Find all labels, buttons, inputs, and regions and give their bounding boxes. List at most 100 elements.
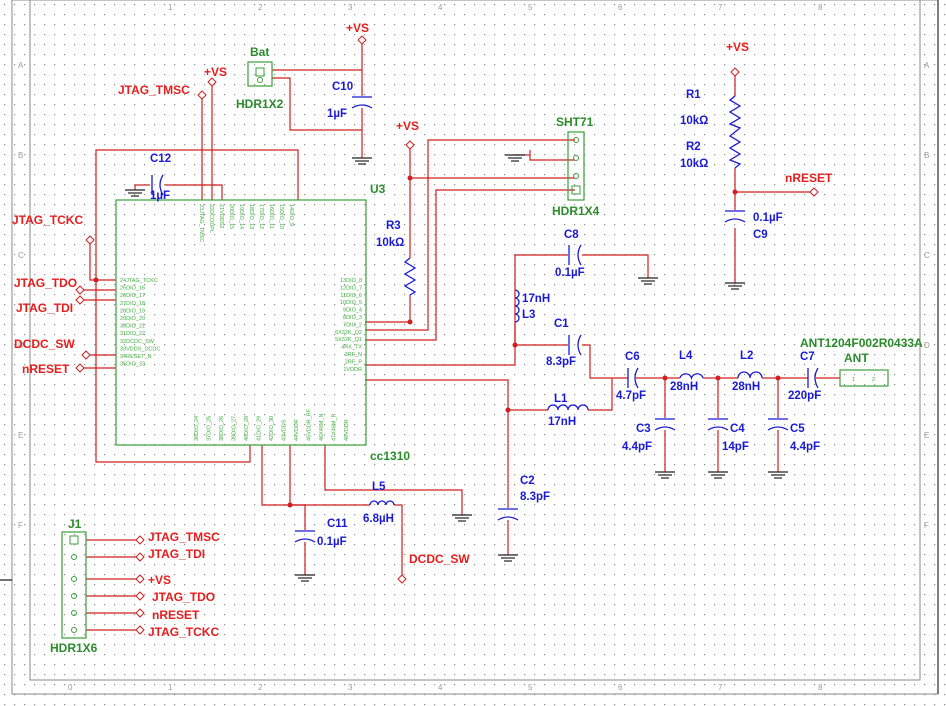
c7-ref: C7 [800, 351, 815, 363]
capacitor-c8[interactable] [568, 244, 582, 266]
grid-col-5: 5 [528, 683, 533, 692]
resistor-r2[interactable] [728, 131, 742, 169]
bat-header[interactable] [247, 61, 273, 87]
net-jtag-tckc: JTAG_TCKC [12, 213, 83, 227]
net-nreset-left: nRESET [22, 362, 70, 376]
inductor-l3[interactable] [514, 289, 520, 323]
c12-value: 1µF [150, 190, 170, 202]
grid-row-e-right: E [924, 431, 929, 440]
l2-value: 28nH [732, 381, 760, 393]
capacitor-c2[interactable] [497, 508, 519, 521]
r3-value: 10kΩ [376, 237, 404, 249]
inductor-l1[interactable] [547, 404, 589, 411]
grid-row-c: C [18, 251, 24, 260]
ground-icon [505, 154, 525, 162]
u3-pin-label: 8DIO_3 [343, 315, 362, 321]
r2-value: 10kΩ [680, 158, 708, 170]
ant-type: ANT1204F002R0433A [800, 336, 923, 350]
resistor-r3[interactable] [403, 257, 417, 296]
grid-col-0: 0 [68, 683, 73, 692]
u3-type: cc1310 [370, 449, 410, 463]
u3-pin-label: 47X48M_P [332, 413, 338, 441]
j1-pin-4-label: JTAG_TDO [152, 590, 215, 604]
u3-pin-label: 10DIO_5 [340, 300, 362, 306]
u3-pin-label: 12DIO_7 [340, 285, 362, 291]
inductor-l2[interactable] [737, 371, 763, 379]
capacitor-c11[interactable] [294, 530, 316, 543]
net-jtag-tmsc: JTAG_TMSC [118, 83, 190, 97]
c8-ref: C8 [564, 229, 579, 241]
wires [80, 40, 840, 631]
grid-row-e: E [18, 431, 23, 440]
u3-pin-label: 26DIO_17 [120, 293, 145, 299]
u3-pin-label: 6X32K_Q2 [335, 330, 362, 336]
c4-ref: C4 [730, 423, 745, 435]
ground-icon [655, 430, 675, 479]
capacitor-c9[interactable] [724, 210, 746, 223]
grid-col-top-8: 8 [818, 3, 823, 12]
junction-dots [93, 175, 781, 508]
r2-ref: R2 [686, 141, 701, 153]
u3-pin-label: 27DIO_18 [120, 301, 145, 307]
l4-ref: L4 [679, 350, 693, 362]
u3-pin-label: 4RX_TX [341, 345, 362, 351]
j1-pin-labels: JTAG_TMSC JTAG_TDI +VS JTAG_TDO nRESET J… [148, 530, 220, 639]
c1-value: 8.3pF [546, 356, 576, 368]
grid-col-top-6: 6 [618, 3, 623, 12]
j1-header[interactable] [61, 531, 87, 639]
grid-col-top-7: 7 [718, 3, 723, 12]
capacitor-c1[interactable] [568, 334, 582, 356]
capacitor-c4[interactable] [707, 418, 729, 431]
grid-row-d-right: D [924, 341, 930, 350]
c5-value: 4.4pF [790, 441, 820, 453]
column-markers: 0 1 2 3 4 5 6 7 8 1 2 3 4 5 6 7 8 [68, 3, 823, 692]
inductor-l4[interactable] [679, 373, 704, 381]
u3-pin-label: 1VDDR [343, 367, 362, 373]
ant-pin-1: 1 [852, 377, 855, 383]
l3-value: 17nH [522, 293, 550, 305]
c6-ref: C6 [625, 351, 640, 363]
sht71-ref: SHT71 [556, 115, 594, 129]
u3-pin-label: 33VDDS_DCDC [120, 346, 160, 352]
u3-pin-label: 37DIO_25 [207, 416, 213, 441]
bat-ref: Bat [250, 45, 269, 59]
antenna-part[interactable]: 1 2 [839, 369, 889, 387]
l1-ref: L1 [554, 393, 568, 405]
net-nreset-right: nRESET [785, 171, 833, 185]
grid-col-top-1: 1 [168, 3, 173, 12]
grid-row-f-right: F [924, 521, 929, 530]
u3-chip[interactable]: 24JTAG_TCKC25DIO_1626DIO_1727DIO_1828DIO… [115, 199, 367, 446]
u3-pin-label: 34RESET_N [120, 354, 152, 360]
ground-icon [498, 554, 518, 562]
capacitor-c3[interactable] [654, 418, 676, 431]
u3-pin-label: 40DIO_28 [244, 416, 250, 441]
u3-pin-label: 45VDDR_RF [307, 408, 313, 441]
c7-value: 220pF [788, 390, 821, 402]
u3-pin-label: 17DIO_12 [258, 204, 264, 229]
capacitor-c10[interactable] [351, 96, 373, 109]
grid-row-d: D [18, 341, 24, 350]
c12-ref: C12 [150, 153, 171, 165]
grid-col-top-5: 5 [528, 3, 533, 12]
capacitor-c5[interactable] [767, 418, 789, 431]
u3-pin-label: 44VDDR [294, 419, 300, 441]
inductor-l5[interactable] [369, 500, 395, 506]
resistor-r1[interactable] [728, 95, 742, 133]
j1-ref: J1 [68, 517, 82, 531]
j1-pin-2-label: JTAG_TDI [148, 547, 205, 561]
capacitor-c12[interactable] [151, 174, 164, 196]
j1-pin-5-label: nRESET [152, 608, 200, 622]
grid-row-a: A [18, 61, 24, 70]
capacitor-c7[interactable] [807, 367, 819, 389]
capacitor-c6[interactable] [627, 367, 639, 389]
grid-col-3: 3 [348, 683, 353, 692]
ground-icon [708, 430, 728, 479]
sht71-header[interactable] [567, 131, 585, 201]
u3-pin-label: 19DIO_14 [238, 204, 244, 229]
u3-pin-label: 5X32K_Q1 [335, 337, 362, 343]
u3-pin-label: 14DIO_9 [288, 204, 294, 226]
l5-value: 6.8µH [363, 513, 394, 525]
u3-pin-label: 18DIO_13 [248, 204, 254, 229]
grid-col-6: 6 [618, 683, 623, 692]
